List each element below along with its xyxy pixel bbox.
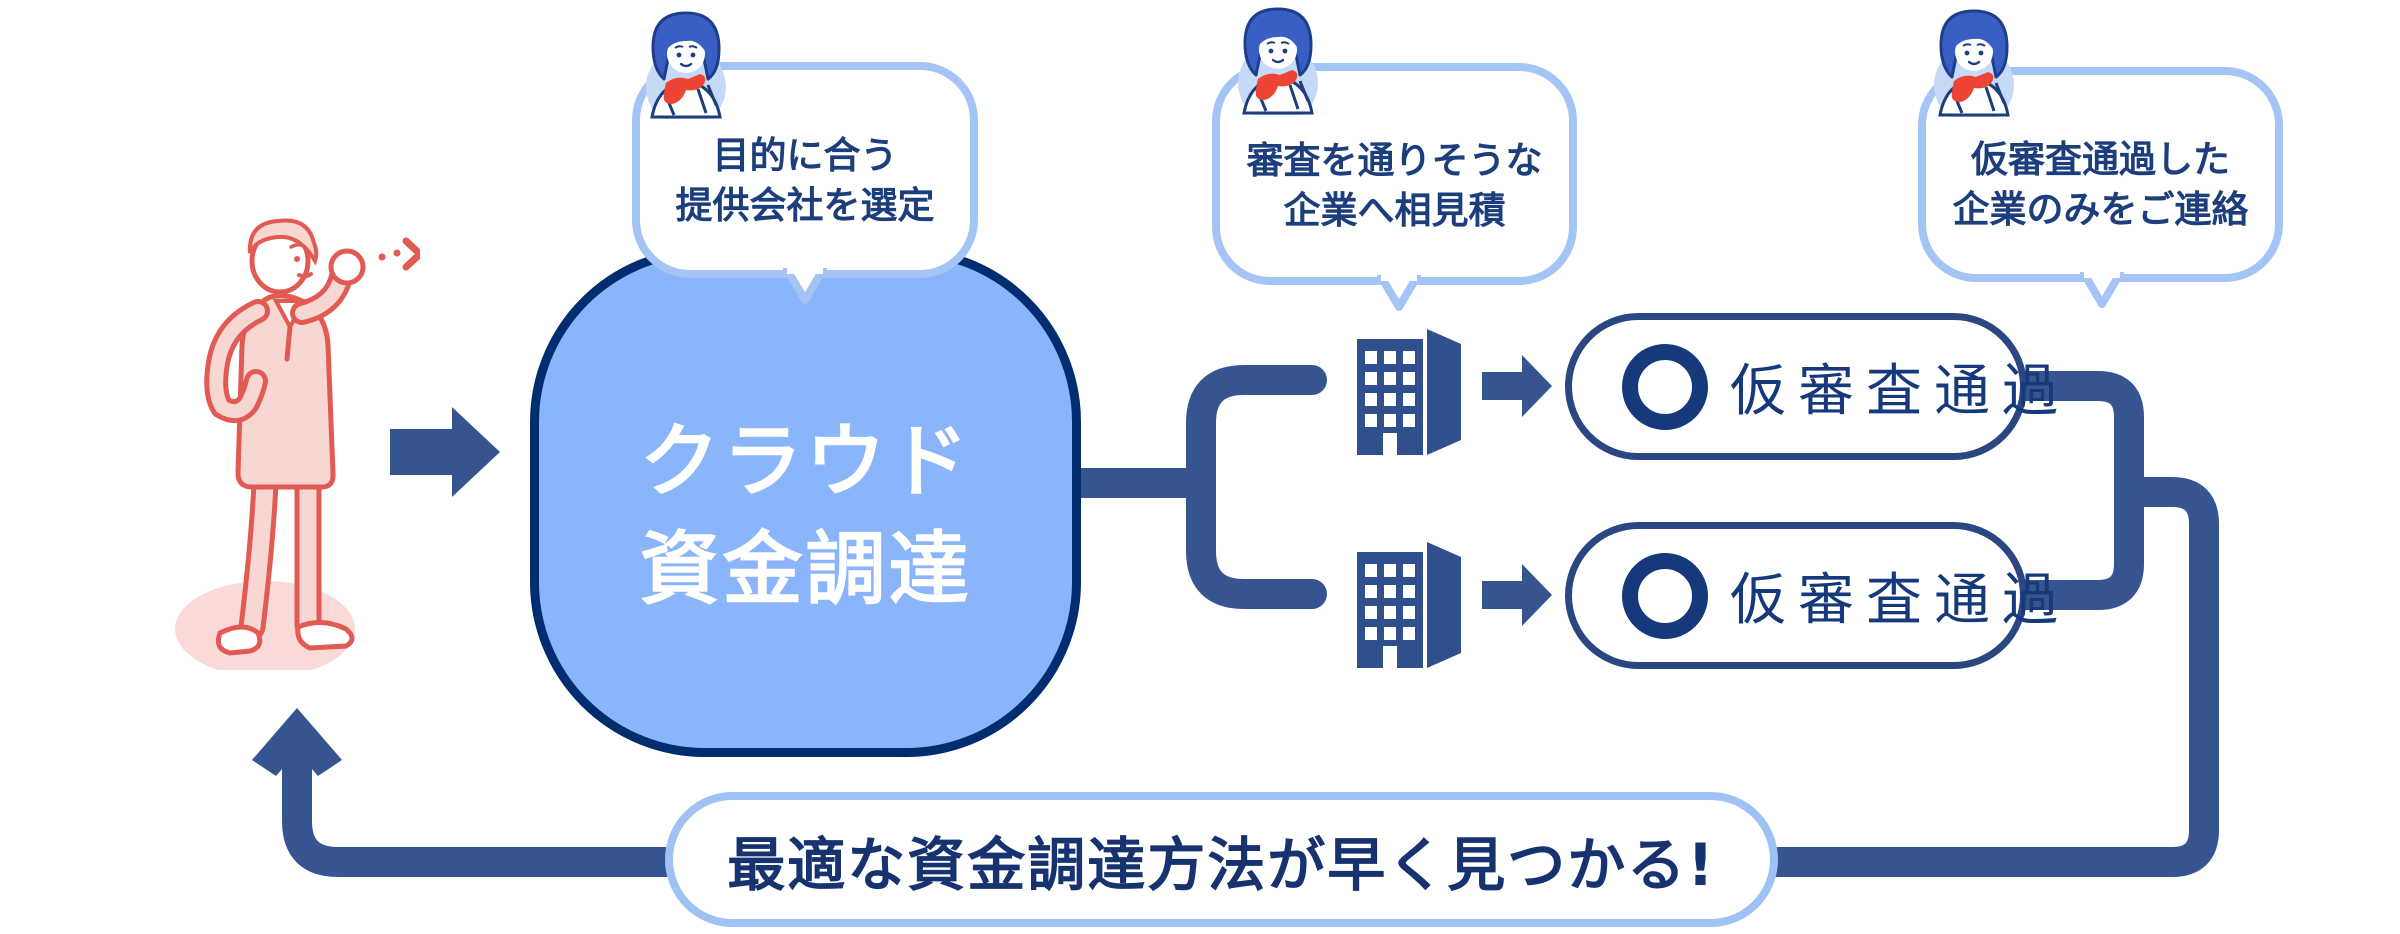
flow-arrow-right-icon	[390, 407, 500, 497]
bubble-tail	[1377, 275, 1421, 311]
result-label: 仮審査通過	[1730, 359, 2070, 424]
conclusion-banner: 最適な資金調達方法が早く見つかる!	[665, 792, 1778, 927]
building-icon	[1357, 542, 1461, 668]
bubble-line: 提供会社を選定	[675, 184, 935, 227]
building-icon	[1357, 329, 1461, 455]
pass-circle-icon	[1622, 552, 1708, 639]
bubble-line: 企業のみをご連絡	[1952, 187, 2249, 231]
hair	[247, 218, 319, 266]
shoe	[215, 624, 263, 656]
cloud-funding-line2: 資金調達	[639, 523, 972, 616]
operator-avatar	[1934, 9, 2014, 117]
scarf	[1255, 70, 1298, 100]
scarf	[663, 74, 706, 104]
bubble-line: 目的に合う	[712, 134, 898, 177]
fist	[328, 248, 366, 286]
scarf	[1951, 72, 1994, 102]
result-pill-1: 仮審査通過	[1565, 313, 2058, 460]
operator-avatar	[646, 11, 726, 119]
feedback-arrowhead	[252, 708, 342, 776]
bubble-line: 審査を通りそうな	[1246, 139, 1543, 182]
customer-illustration	[175, 218, 420, 670]
feedback-line	[282, 477, 2219, 877]
bubble-line: 仮審査通過した	[1971, 137, 2230, 181]
bubble-tail	[783, 268, 827, 304]
operator-avatar	[1238, 7, 1318, 115]
bubble-tail	[2080, 272, 2124, 308]
result-pill-2: 仮審査通過	[1565, 522, 2058, 669]
speech-bubble-select-provider: 目的に合う 提供会社を選定	[632, 11, 978, 304]
pass-circle-icon	[1622, 343, 1708, 430]
speech-bubble-quotes: 審査を通りそうな 企業へ相見積	[1212, 7, 1577, 311]
result-label: 仮審査通過	[1730, 568, 2070, 633]
bubble-line: 企業へ相見積	[1283, 189, 1506, 232]
conclusion-text: 最適な資金調達方法が早く見つかる!	[727, 830, 1716, 899]
split-bracket	[1186, 365, 1327, 609]
arrow-right-icon	[1482, 564, 1552, 626]
shoe	[295, 620, 355, 651]
arrow-right-icon	[1482, 355, 1552, 417]
dashed-arrow	[378, 237, 420, 271]
speech-bubble-contact: 仮審査通過した 企業のみをご連絡	[1918, 9, 2283, 308]
cloud-funding-node: クラウド 資金調達	[530, 247, 1081, 757]
cloud-funding-line1: クラウド	[639, 415, 972, 508]
